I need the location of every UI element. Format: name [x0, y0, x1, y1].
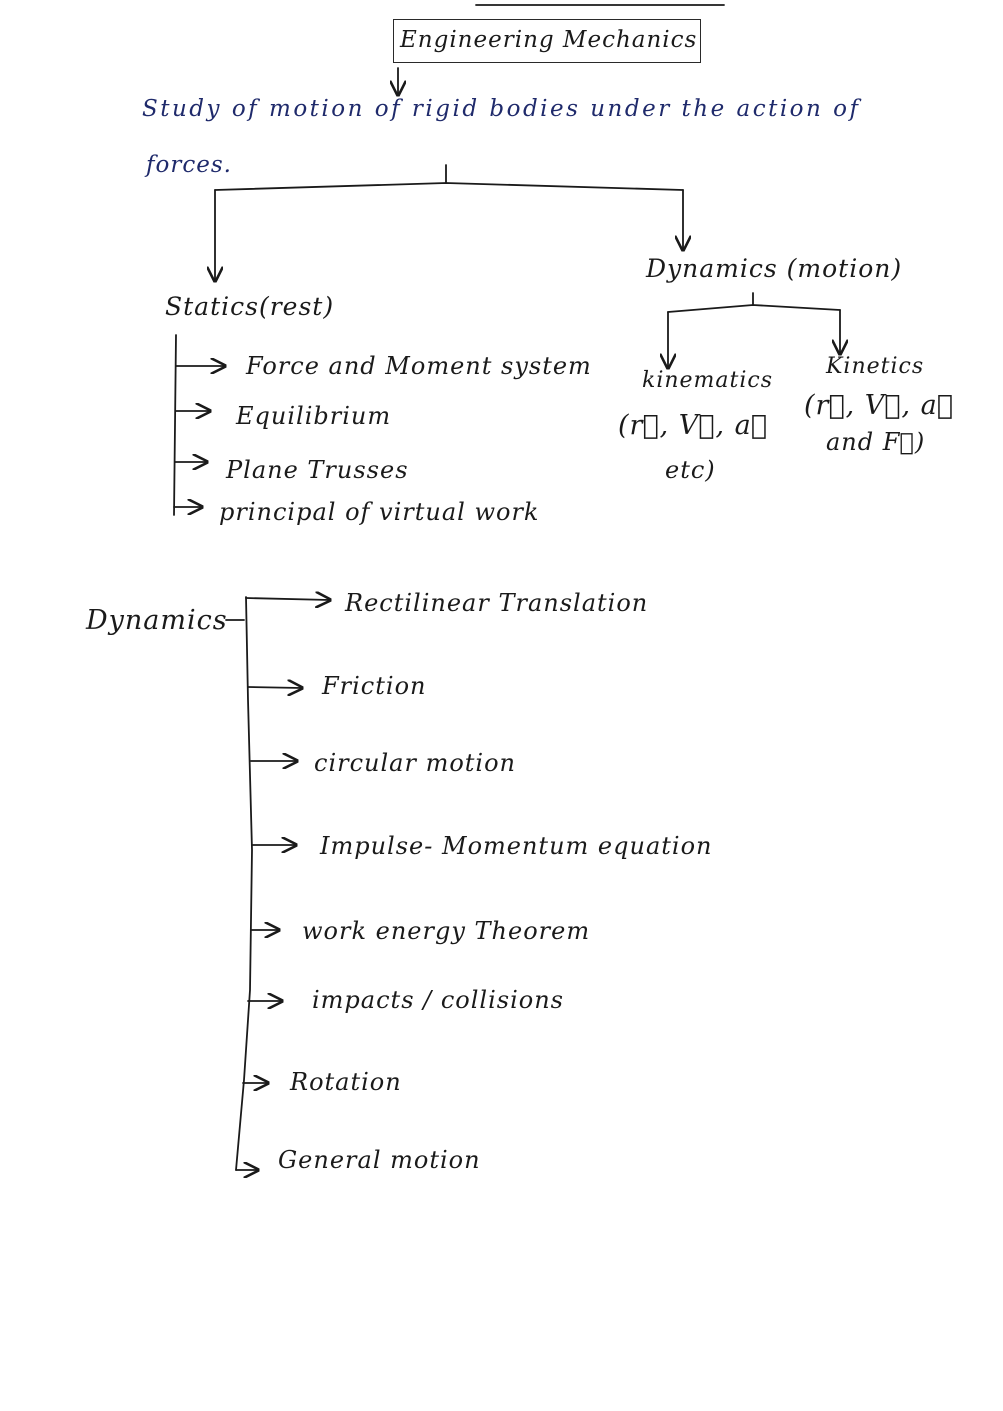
definition-line-1: Study of motion of rigid bodies under th…	[142, 96, 861, 122]
page-title: Engineering Mechanics	[400, 27, 698, 53]
dynamics-item-3: circular motion	[314, 749, 517, 777]
dynamics-spine	[235, 596, 253, 1171]
dyn-arrow-2	[247, 687, 302, 688]
definition-line-2: forces.	[146, 152, 232, 178]
split-branch	[214, 182, 684, 191]
dynamics-item-5: work energy Theorem	[302, 917, 591, 945]
statics-item-1: Force and Moment system	[246, 352, 592, 380]
dynamics-list-label: Dynamics	[86, 605, 228, 636]
dynamics-item-4: Impulse- Momentum equation	[320, 832, 713, 860]
dynamics-item-8: General motion	[278, 1146, 481, 1174]
statics-item-4: principal of virtual work	[219, 498, 540, 526]
dynamics-item-2: Friction	[322, 672, 427, 700]
kinetics-vars: (r⃗, V⃗, a⃗	[804, 390, 954, 421]
dynamics-item-6: impacts / collisions	[312, 986, 564, 1014]
title-box: Engineering Mechanics	[393, 19, 701, 63]
dynamics-motion-label: Dynamics (motion)	[646, 254, 903, 283]
dynamics-item-1: Rectilinear Translation	[345, 589, 649, 617]
dynamics-item-7: Rotation	[290, 1068, 402, 1096]
statics-label: Statics(rest)	[165, 292, 335, 321]
dyn-split-branch	[667, 304, 841, 313]
kinematics-vars: (r⃗, V⃗, a⃗	[618, 410, 768, 441]
statics-item-3: Plane Trusses	[226, 456, 409, 484]
kinematics-label: kinematics	[642, 368, 774, 393]
kinetics-label: Kinetics	[826, 354, 925, 379]
kinematics-tail: etc)	[665, 456, 716, 484]
statics-spine	[173, 334, 177, 516]
dyn-arrow-1	[245, 598, 330, 600]
kinetics-tail: and F⃗)	[826, 428, 926, 456]
statics-item-2: Equilibrium	[236, 402, 392, 430]
